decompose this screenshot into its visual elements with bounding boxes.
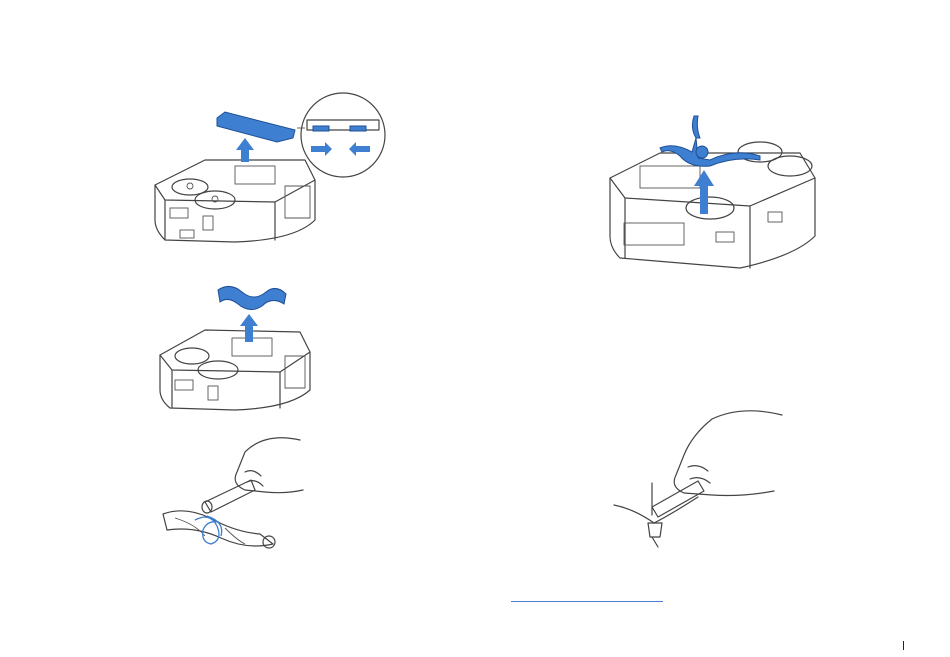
side-brush-removal-illustration — [600, 108, 825, 280]
main-brush-hair-cutting-illustration — [155, 432, 310, 572]
link-underline — [511, 601, 663, 602]
main-brush-icon — [218, 286, 286, 309]
side-brush-icon — [660, 138, 760, 166]
brush-guard-removal-illustration — [145, 90, 390, 250]
main-brush-removal-illustration — [150, 280, 320, 415]
brush-guard-icon — [217, 112, 295, 142]
page-number-marker — [903, 641, 904, 650]
side-brush-hair-cutting-illustration — [612, 405, 797, 550]
